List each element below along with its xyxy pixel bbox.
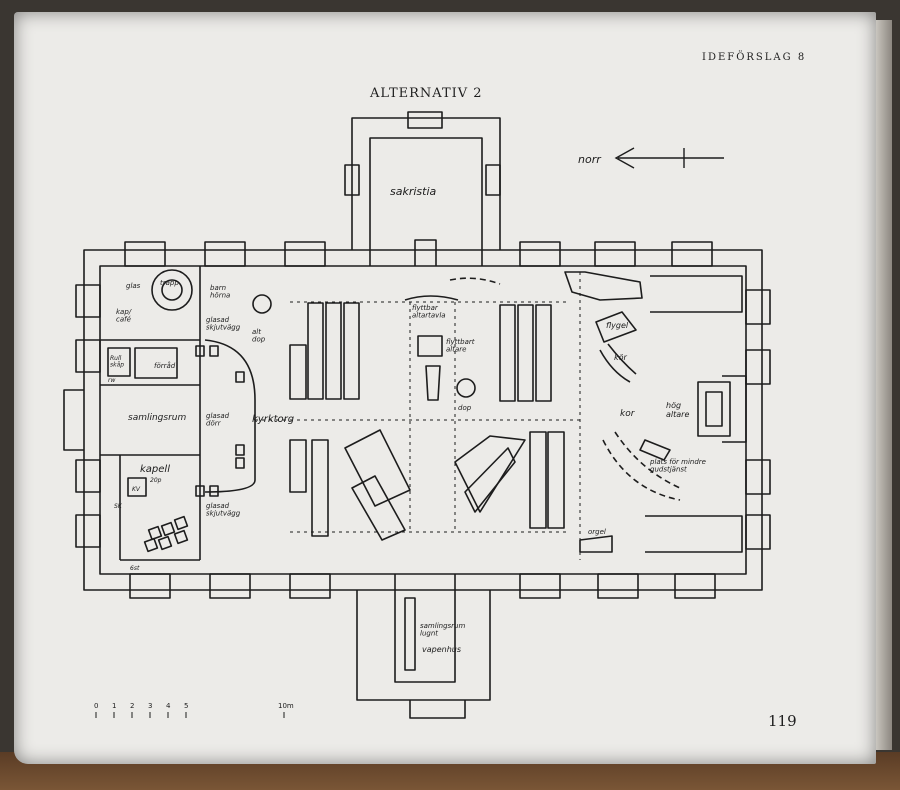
west-entrance: [63, 389, 84, 451]
porch-bench: [404, 597, 416, 671]
label-kapell-box: KV: [132, 486, 141, 493]
altar-arc: [404, 295, 459, 301]
kor-bench-north: [650, 275, 743, 313]
west-rooms: [100, 266, 201, 561]
north-arrow: [614, 147, 724, 169]
choir-arc-2: [607, 343, 637, 375]
sakristia-window-west: [344, 164, 360, 196]
label-kor: kor: [620, 409, 636, 419]
label-forrad: förråd: [154, 361, 176, 370]
scale-tick-1: 1: [112, 702, 116, 710]
windows-top: [124, 241, 713, 267]
label-kapell-sk: SK: [114, 503, 123, 510]
font-baptismal: [456, 378, 476, 398]
porch-steps: [409, 700, 466, 719]
sakristia-window: [407, 111, 443, 129]
small-service-arc-2: [602, 439, 681, 501]
font-alternate: [252, 294, 272, 314]
scale-tick-4: 4: [166, 702, 171, 710]
scale-tick-10m: 10m: [278, 702, 294, 710]
sakristia-inner-wall: [369, 137, 483, 266]
scale-tick-3: 3: [148, 702, 152, 710]
section-header: IDEFÖRSLAG 8: [702, 52, 807, 63]
windows-side: [75, 284, 771, 550]
label-orgel: orgel: [588, 528, 606, 536]
chapel-furniture: [127, 477, 189, 553]
kor-bench-south: [645, 515, 743, 553]
scale-bar: 0 1 2 3 4 5 10m: [94, 702, 294, 718]
label-trapp: trapp: [160, 279, 179, 287]
kyrktorg-wall: [204, 339, 256, 493]
guide-lines: [255, 272, 581, 560]
nave-outer-wall: [83, 249, 763, 591]
porch-inner-wall: [394, 574, 456, 683]
label-kapell: kapell: [140, 464, 170, 475]
label-samlingsrum: samlingsrum: [128, 413, 186, 423]
north-label: norr: [578, 153, 602, 166]
scale-tick-5: 5: [184, 702, 188, 710]
entry-seating: [195, 345, 245, 497]
label-kyrktorg: kyrktorg: [252, 414, 294, 425]
label-glas: glas: [126, 282, 141, 290]
sakristia-entry-arc: [449, 277, 501, 285]
plan-title: ALTERNATIV 2: [370, 86, 483, 101]
kor-platform-north: [564, 271, 643, 301]
porch-outer-wall: [356, 590, 491, 701]
book-page-edge: [872, 20, 892, 750]
high-altar: [705, 391, 723, 427]
label-rw: rw: [108, 377, 115, 384]
grand-piano: [595, 311, 637, 343]
pews-left: [289, 302, 411, 541]
lectern: [639, 439, 671, 461]
sakristia-door: [414, 239, 437, 266]
choir-arc-1: [599, 349, 631, 383]
label-kapp-cafe: kap/café: [116, 308, 132, 324]
label-dop: dop: [458, 404, 472, 412]
movable-altar: [417, 335, 443, 357]
windows-bottom: [129, 573, 716, 599]
high-altar-rail: [697, 381, 731, 437]
scale-tick-2: 2: [130, 702, 134, 710]
page-number: 119: [768, 712, 797, 730]
label-kapell-pl: 20p: [150, 477, 162, 484]
altar-table: [425, 365, 441, 401]
label-kapell-6st: 6st: [130, 565, 140, 572]
label-sakristia: sakristia: [390, 185, 437, 198]
label-kor-upper: kör: [614, 353, 628, 362]
organ: [579, 535, 613, 553]
sakristia-window-east: [485, 164, 501, 196]
label-flygel: flygel: [606, 321, 629, 330]
small-service-arc: [614, 431, 681, 489]
label-vapenhus: vapenhus: [422, 645, 461, 654]
scale-tick-0: 0: [94, 702, 98, 710]
apse-niche: [722, 375, 747, 443]
pews-right: [454, 304, 565, 529]
